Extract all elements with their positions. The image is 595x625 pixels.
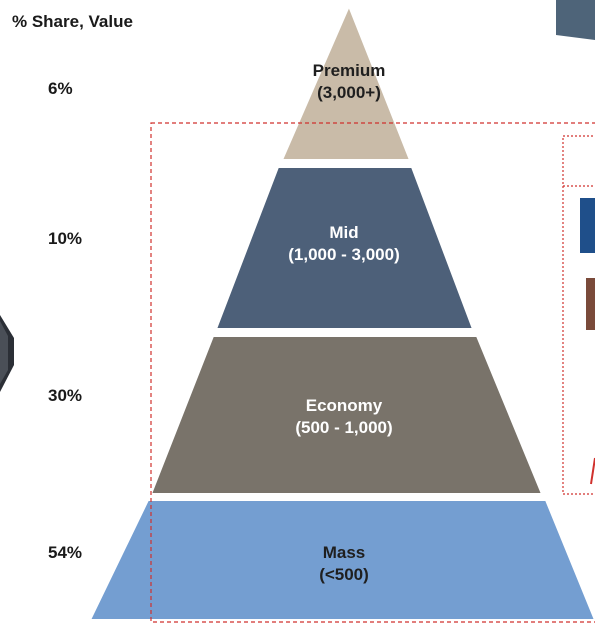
tier-mid-name: Mid: [329, 223, 359, 242]
tier-premium-name: Premium: [312, 61, 386, 80]
tier-economy-range: (500 - 1,000): [295, 418, 393, 437]
share-mid: 10%: [48, 229, 83, 248]
callout-red-mark: [590, 457, 595, 485]
share-economy: 30%: [48, 386, 83, 405]
tier-mid-range: (1,000 - 3,000): [288, 245, 400, 264]
tier-premium-label: Premium (3,000+): [266, 60, 432, 104]
tier-mass-range: (<500): [319, 565, 369, 584]
tier-mid-shape: [214, 166, 475, 330]
share-premium: 6%: [48, 79, 73, 98]
tier-mass-shape: [88, 499, 595, 621]
tier-mass-name: Mass: [322, 543, 366, 562]
tier-premium-range: (3,000+): [317, 83, 381, 102]
chart-header: % Share, Value: [12, 12, 133, 31]
highlight-dashed-box: [150, 122, 595, 623]
tier-mid-label: Mid (1,000 - 3,000): [258, 222, 430, 266]
tier-economy-label: Economy (500 - 1,000): [258, 395, 430, 439]
left-dark-arrow-highlight: [0, 321, 8, 384]
tier-mass-label: Mass (<500): [258, 542, 430, 586]
share-mass: 54%: [48, 543, 83, 562]
tier-economy-shape: [149, 335, 544, 495]
tier-premium-shape: [280, 3, 412, 161]
callout-box: [562, 135, 595, 495]
callout-brown-tab: [586, 278, 595, 330]
top-right-slate-box: [556, 0, 595, 40]
tier-economy-name: Economy: [305, 396, 383, 415]
callout-blue-tab: [580, 198, 595, 253]
